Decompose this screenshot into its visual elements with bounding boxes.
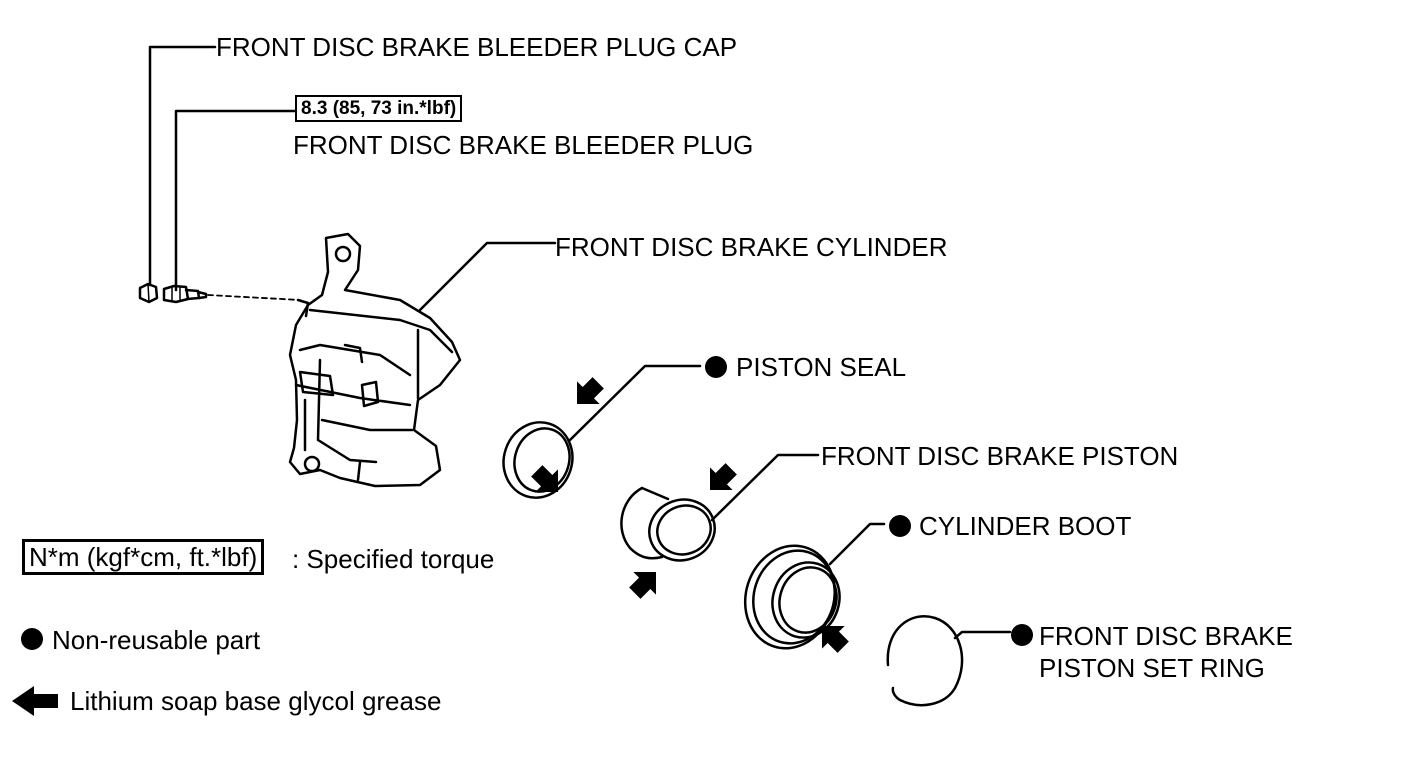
label-set-ring-line2: PISTON SET RING [1039, 653, 1265, 683]
label-brake-piston: FRONT DISC BRAKE PISTON [821, 441, 1179, 471]
leader-piston [710, 453, 820, 522]
label-set-ring-line1: FRONT DISC BRAKE [1039, 621, 1293, 651]
legend-grease-arrow-icon [12, 686, 58, 716]
grease-arrow-icon [629, 572, 656, 599]
label-brake-cylinder: FRONT DISC BRAKE CYLINDER [555, 232, 948, 262]
non-reusable-dot-icon [1011, 624, 1033, 646]
grease-arrow-icon [531, 465, 558, 492]
legend-non-reusable-text: Non-reusable part [52, 625, 261, 655]
leader-cylinder-boot [828, 522, 886, 566]
cylinder-boot-drawing [743, 544, 841, 650]
label-piston-seal: PISTON SEAL [736, 352, 907, 382]
leader-bleeder-plug [174, 109, 297, 292]
piston-set-ring-drawing [886, 615, 964, 707]
bleeder-plug-drawing [162, 284, 208, 304]
bleeder-plug-cap-drawing [138, 282, 159, 304]
brake-cylinder-drawing [288, 232, 462, 488]
non-reusable-dot-icon [889, 515, 911, 537]
leader-set-ring [953, 630, 1012, 640]
label-bleeder-plug-cap: FRONT DISC BRAKE BLEEDER PLUG CAP [216, 32, 738, 62]
label-bleeder-plug: FRONT DISC BRAKE BLEEDER PLUG [293, 130, 754, 160]
brake-piston-drawing [620, 486, 716, 562]
non-reusable-dot-icon [705, 356, 727, 378]
torque-box-bleeder-plug: 8.3 (85, 73 in.*lbf) [295, 95, 463, 122]
leader-bleeder-plug-cap [148, 45, 217, 287]
label-cylinder-boot: CYLINDER BOOT [919, 511, 1132, 541]
assembly-dashed-line [207, 294, 301, 301]
grease-arrow-icon [822, 626, 849, 653]
legend-torque-box: N*m (kgf*cm, ft.*lbf) [22, 539, 265, 575]
leader-cylinder [418, 241, 557, 312]
legend-grease-text: Lithium soap base glycol grease [70, 686, 442, 716]
piston-seal-drawing [502, 421, 574, 499]
legend-non-reusable-dot-icon [21, 628, 43, 650]
grease-arrow-icon [577, 377, 604, 404]
leader-piston-seal [568, 364, 702, 442]
grease-arrow-icon [710, 463, 737, 490]
legend-torque-description: : Specified torque [292, 544, 495, 574]
